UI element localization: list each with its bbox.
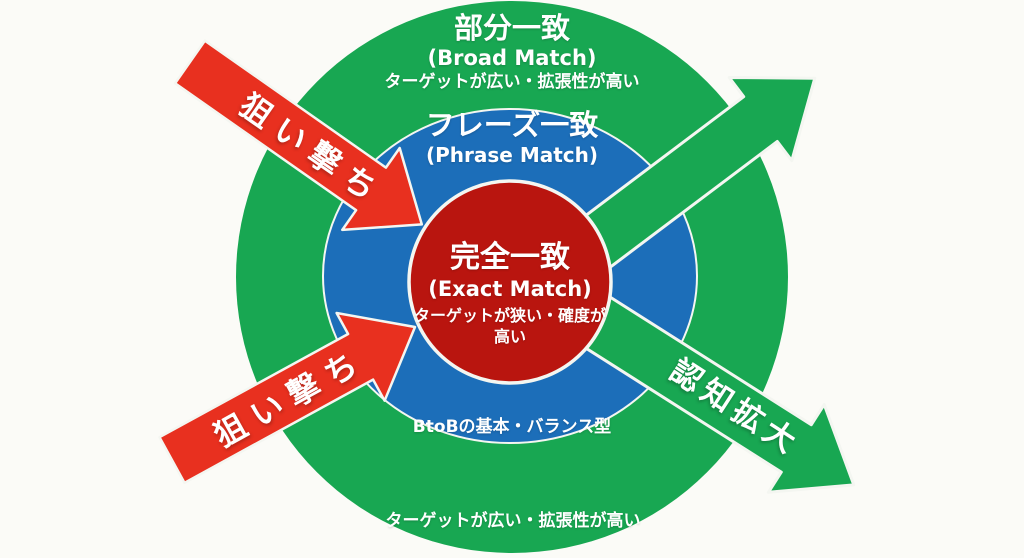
phrase-match-label-group: フレーズ一致 (Phrase Match): [426, 108, 599, 168]
snipe-arrow-top-left: [173, 39, 424, 232]
exact-match-note: ターゲットが狭い・確度が高い: [413, 306, 606, 346]
broad-match-label-group: 部分一致 (Broad Match) ターゲットが広い・拡張性が高い: [385, 11, 640, 94]
exact-match-label-group: 完全一致 (Exact Match) ターゲットが狭い・確度が高い: [410, 239, 610, 347]
phrase-match-title: フレーズ一致: [425, 108, 599, 142]
snipe-arrow-bottom-left: [158, 311, 417, 485]
broad-match-subtitle: (Broad Match): [427, 46, 597, 70]
exact-match-subtitle: (Exact Match): [428, 277, 592, 301]
exact-match-title: 完全一致: [450, 240, 570, 275]
broad-match-note-top: ターゲットが広い・拡張性が高い: [384, 72, 640, 92]
phrase-match-subtitle: (Phrase Match): [425, 143, 599, 167]
exact-match-circle: [407, 179, 613, 385]
broad-match-title: 部分一致: [453, 11, 570, 45]
broad-match-note-bottom: ターゲットが広い・拡張性が高い: [385, 511, 641, 531]
phrase-match-note-bottom: BtoBの基本・バランス型: [412, 417, 612, 437]
